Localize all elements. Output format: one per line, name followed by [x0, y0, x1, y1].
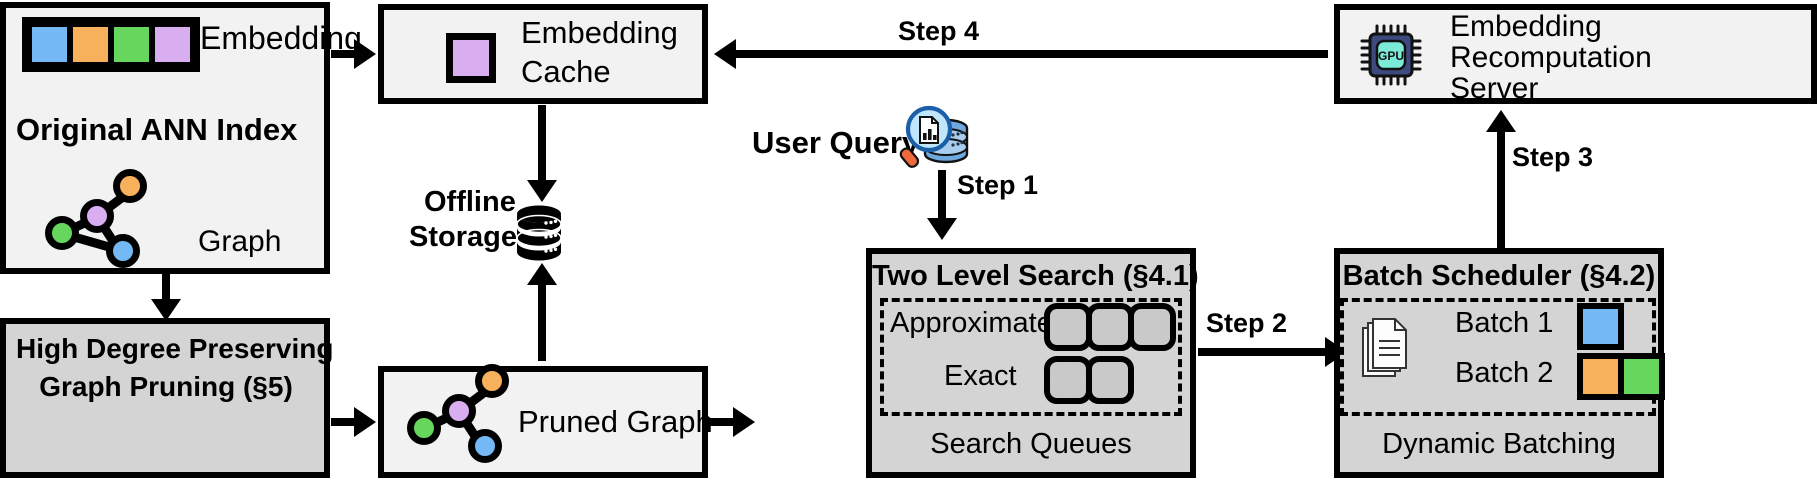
approximate-queue-cell-1 [1044, 303, 1092, 351]
original-graph [0, 0, 330, 272]
exact-queue-cell-1 [1044, 356, 1092, 404]
embedding-cell-2 [70, 24, 111, 65]
original-ann-index-title: Original ANN Index [16, 112, 298, 147]
arrow-query-to-search-head [927, 218, 957, 240]
embedding-label: Embedding [200, 20, 362, 56]
batch-1-label: Batch 1 [1455, 307, 1554, 339]
pruned-graph-box [378, 366, 708, 478]
embedding-cache-swatch [446, 33, 496, 83]
pruned-graph [378, 364, 708, 478]
step1-label: Step 1 [957, 170, 1039, 200]
arrow-pruned-to-search-head [733, 407, 755, 437]
arrow-cache-to-storage [538, 105, 546, 183]
batch-scheduler-title: Batch Scheduler (§4.2) [1342, 260, 1656, 292]
search-document-database-icon [899, 104, 974, 174]
graph-node-purple [80, 199, 114, 233]
arrow-pruned-to-storage-head [527, 263, 557, 285]
arrow-server-to-cache-head [714, 39, 736, 69]
arrow-server-to-cache [736, 50, 1328, 58]
recomputation-server-line3: Server [1450, 72, 1539, 105]
recomputation-server-line2: Recomputation [1450, 41, 1652, 74]
recomputation-server-line1: Embedding [1450, 10, 1602, 43]
pruned-node-green [407, 411, 441, 445]
two-level-search-box [866, 248, 1196, 478]
step4-label: Step 4 [898, 16, 980, 46]
graph-label: Graph [198, 225, 282, 258]
approximate-queue-cell-2 [1086, 303, 1134, 351]
exact-queue-cells [1044, 356, 1134, 404]
documents-icon [1360, 318, 1410, 380]
batch-2-swatch-2 [1618, 353, 1665, 400]
pruned-graph-label: Pruned Graph [518, 404, 713, 439]
arrow-search-to-scheduler [1198, 348, 1328, 356]
arrow-pruning-to-pruned-head [354, 407, 376, 437]
batch-2-label: Batch 2 [1455, 357, 1554, 389]
pruned-node-orange [475, 364, 509, 398]
arrow-scheduler-to-server-head [1486, 110, 1516, 132]
database-icon [516, 205, 562, 263]
batch-2-swatch-1 [1577, 353, 1624, 400]
batch-1-swatch-1 [1577, 303, 1624, 350]
dynamic-batching-caption: Dynamic Batching [1382, 428, 1616, 460]
arrow-index-to-cache-head [354, 39, 376, 69]
embedding-cell-1 [29, 24, 70, 65]
batch-1-swatches [1577, 303, 1624, 350]
exact-queue-cell-2 [1086, 356, 1134, 404]
pruned-node-blue [468, 429, 502, 463]
arrow-cache-to-storage-head [527, 180, 557, 202]
graph-pruning-box [0, 318, 330, 478]
graph-node-blue [106, 234, 140, 268]
gpu-chip-icon: GPU [1360, 24, 1422, 86]
approximate-queue-cell-3 [1128, 303, 1176, 351]
step2-label: Step 2 [1206, 308, 1288, 338]
arrow-index-to-cache [331, 50, 357, 58]
batch-2-swatches [1577, 353, 1665, 400]
arrow-query-to-search [938, 170, 946, 224]
arrow-index-to-pruning [162, 274, 170, 302]
user-query-label: User Query [752, 125, 920, 160]
embedding-cache-line2: Cache [521, 54, 611, 89]
embedding-cache-box [378, 4, 708, 104]
embedding-cell-4 [152, 24, 193, 65]
offline-storage-line2: Storage [409, 221, 517, 253]
two-level-search-title: Two Level Search (§4.1) [872, 260, 1199, 292]
step3-label: Step 3 [1512, 142, 1594, 172]
pruned-node-purple [442, 394, 476, 428]
approximate-queue-cells [1044, 303, 1176, 351]
search-queues-caption: Search Queues [930, 428, 1132, 460]
arrow-pruning-to-pruned [331, 418, 357, 426]
arrow-pruned-to-storage [538, 283, 546, 361]
embedding-cell-3 [111, 24, 152, 65]
embedding-swatch-strip [22, 17, 200, 72]
arrow-pruned-to-search [710, 418, 736, 426]
graph-pruning-line2: Graph Pruning (§5) [39, 371, 293, 402]
embedding-cache-line1: Embedding [521, 15, 678, 50]
graph-node-green [45, 216, 79, 250]
graph-node-orange [113, 169, 147, 203]
arrow-scheduler-to-server [1497, 130, 1505, 250]
svg-text:GPU: GPU [1378, 49, 1404, 63]
offline-storage-line1: Offline [424, 186, 516, 218]
approximate-label: Approximate [890, 307, 1053, 339]
arrow-index-to-pruning-head [151, 299, 181, 321]
graph-pruning-line1: High Degree Preserving [16, 333, 334, 364]
search-queues-panel [880, 298, 1182, 416]
exact-label: Exact [944, 360, 1017, 392]
